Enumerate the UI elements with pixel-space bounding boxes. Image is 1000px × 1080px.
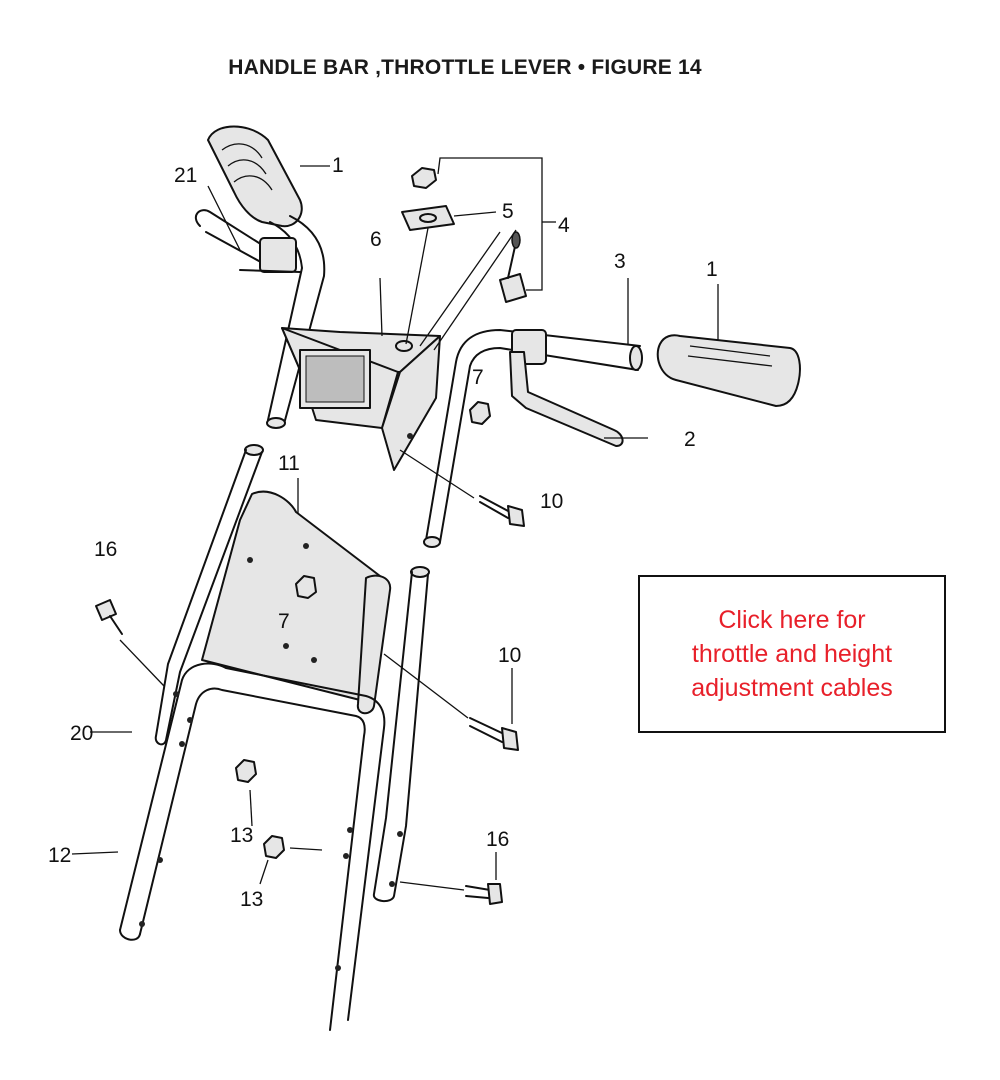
left-handle-grip: [207, 125, 303, 228]
callout-leaders: [71, 278, 719, 885]
u-frame: [119, 662, 386, 1031]
callout-11: 11: [278, 452, 300, 475]
callout-20: 20: [70, 722, 93, 745]
leader-lines: [207, 157, 556, 351]
callout-13-lower: 13: [240, 888, 263, 911]
callout-1-right: 1: [706, 258, 718, 281]
callout-10-upper: 10: [540, 490, 563, 513]
nut-13-lower: [263, 835, 285, 859]
callout-16-upper: 16: [94, 538, 117, 561]
callout-21: 21: [174, 164, 197, 187]
callout-3: 3: [614, 250, 626, 273]
callout-6: 6: [370, 228, 382, 251]
nut-top: [469, 401, 491, 425]
bolt-16-lower: [399, 881, 503, 905]
callout-13-upper: 13: [230, 824, 253, 847]
bolt-upper: [479, 495, 525, 527]
callout-1-left: 1: [332, 154, 344, 177]
callout-16-lower: 16: [486, 828, 509, 851]
callout-7-upper: 7: [472, 366, 484, 389]
nut-13-upper: [235, 759, 257, 783]
bolt-lower-leader: [383, 653, 469, 719]
bolt-upper-leader: [399, 449, 475, 499]
callout-4: 4: [558, 214, 570, 237]
center-panel: [201, 490, 392, 715]
right-handle-grip: [656, 334, 801, 407]
control-panel-bracket: [281, 327, 441, 471]
right-lower-tube: [372, 566, 430, 902]
callout-2: 2: [684, 428, 696, 451]
cables-link-text[interactable]: Click here for throttle and height adjus…: [691, 606, 893, 702]
callout-12: 12: [48, 844, 71, 867]
callout-5: 5: [502, 200, 514, 223]
throttle-lever: [509, 351, 624, 447]
cables-link-box[interactable]: Click here for throttle and height adjus…: [638, 575, 946, 733]
throttle-switch-assembly: [401, 167, 527, 303]
left-control-lever: [194, 209, 301, 273]
figure-title: HANDLE BAR ,THROTTLE LEVER • FIGURE 14: [228, 56, 702, 79]
left-lower-tube: [154, 444, 264, 746]
bolt-16-upper: [95, 599, 165, 687]
bolt-lower: [469, 717, 519, 751]
callout-7-lower: 7: [278, 610, 290, 633]
callout-10-lower: 10: [498, 644, 521, 667]
